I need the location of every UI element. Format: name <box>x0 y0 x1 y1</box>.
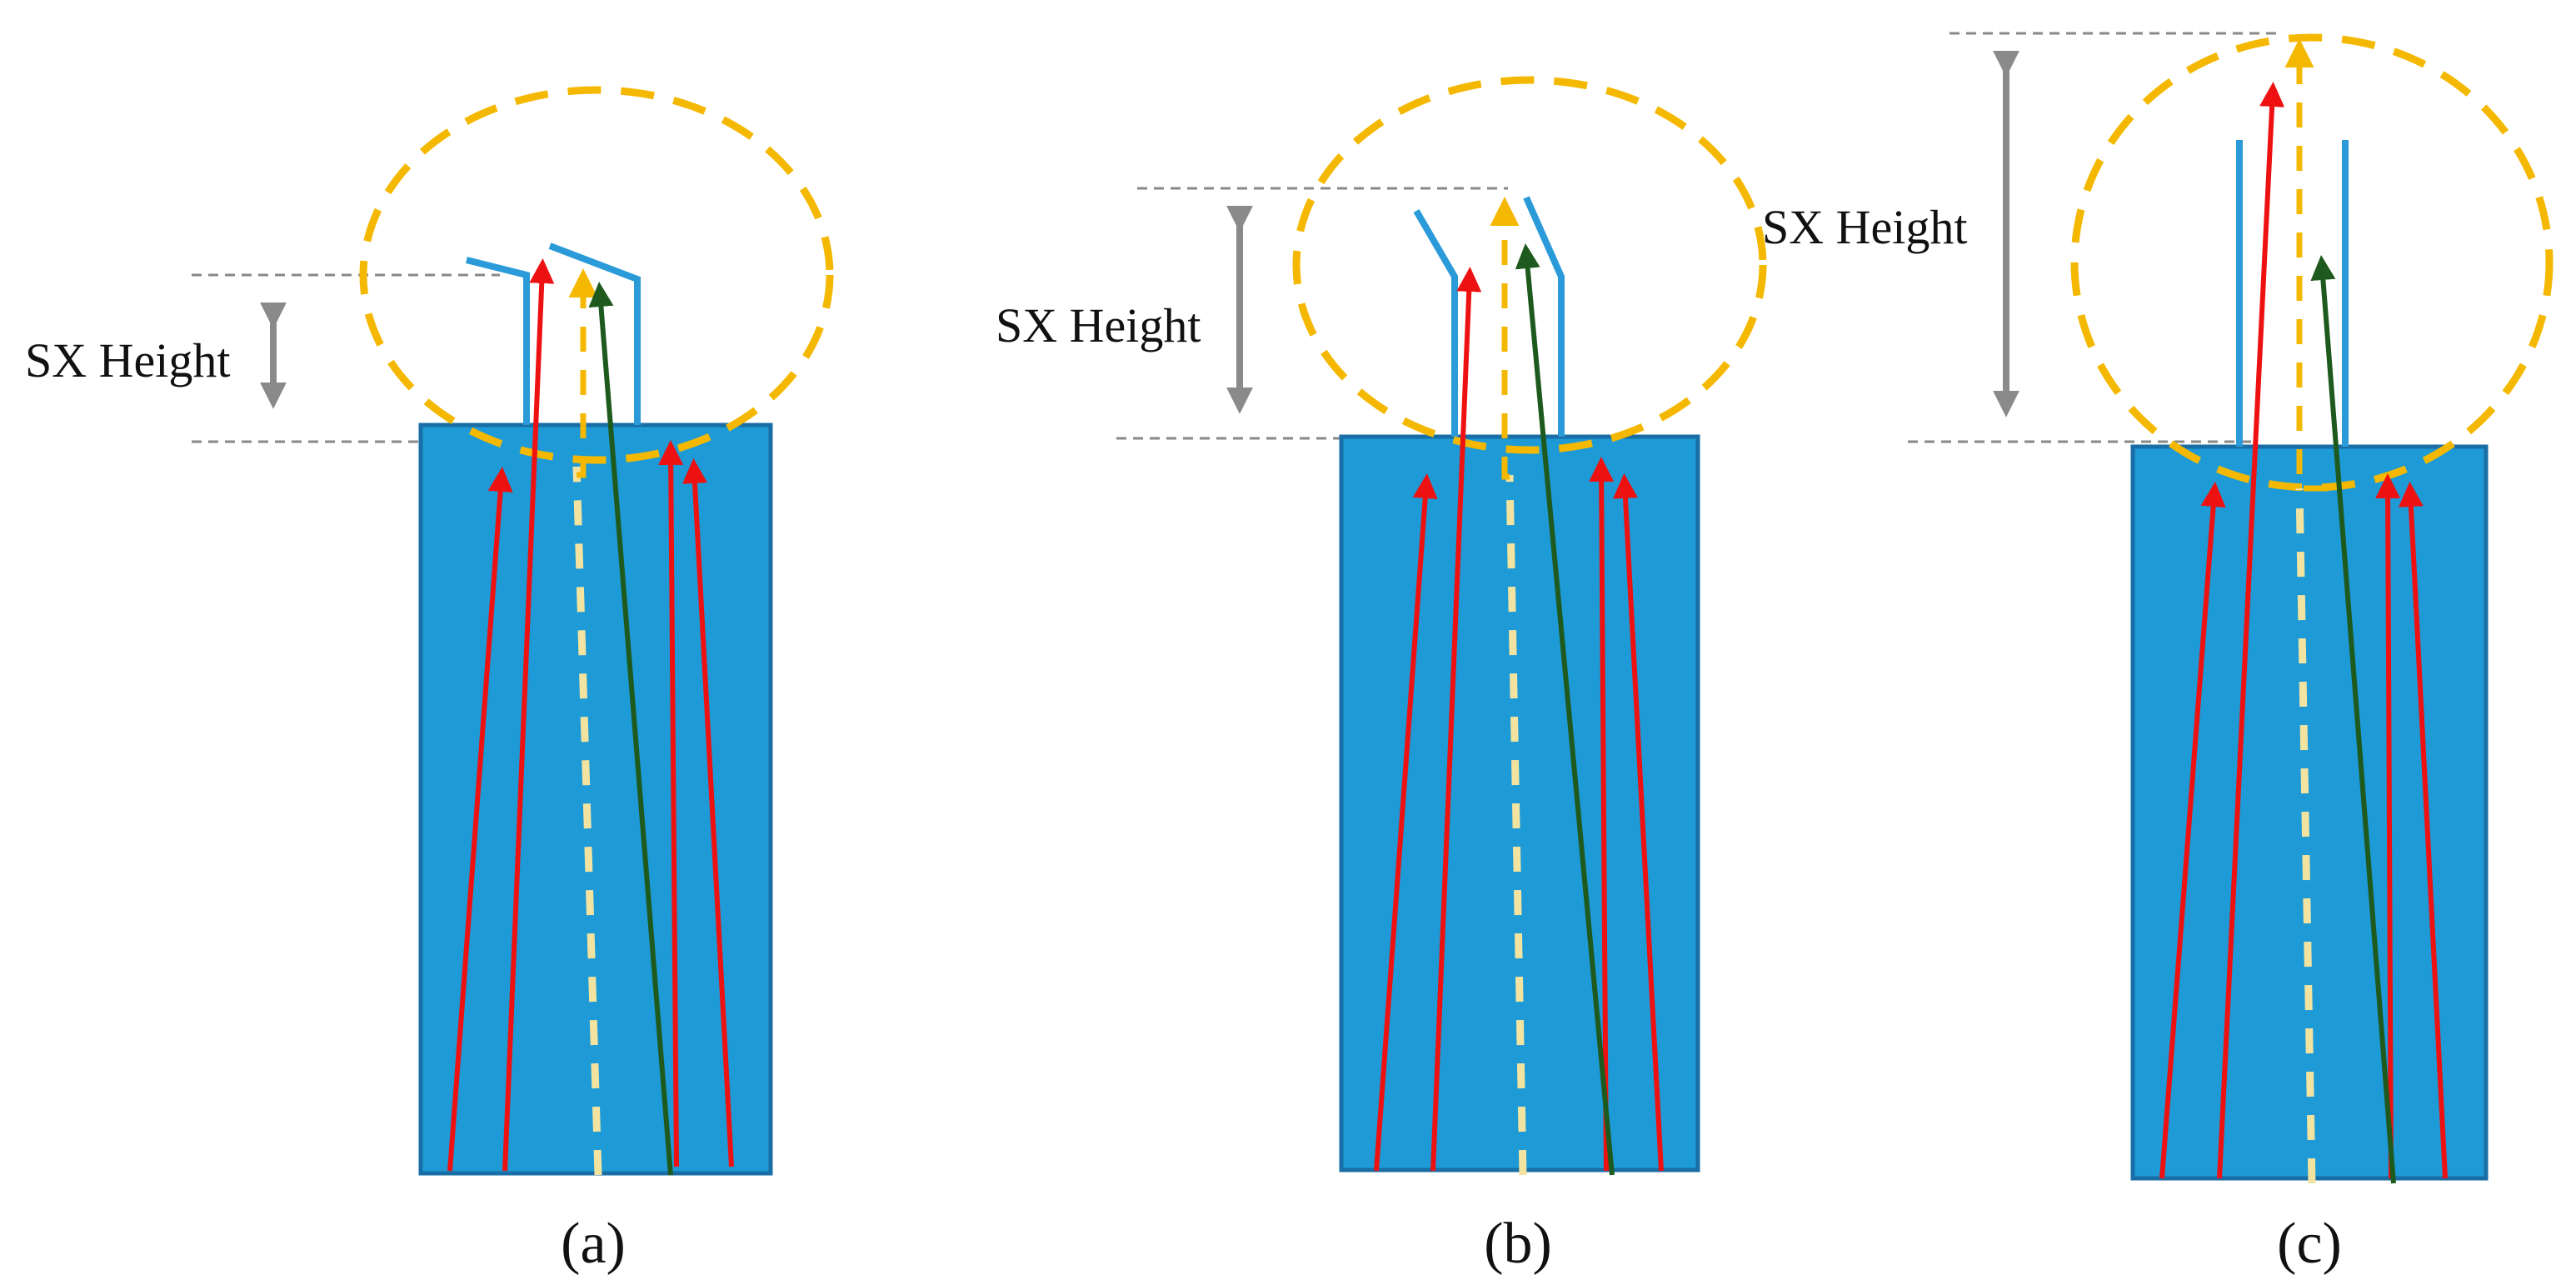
ray-green <box>588 282 673 1176</box>
ray-red <box>2159 482 2226 1179</box>
cavity-body <box>418 422 773 1176</box>
ray-yellow <box>1490 197 1520 480</box>
ray-red <box>681 458 734 1168</box>
cavity-body <box>2130 444 2489 1181</box>
ray-red <box>447 467 513 1172</box>
ray-red <box>658 440 684 1168</box>
ray-red <box>2217 82 2285 1179</box>
ray-green <box>1515 243 1615 1176</box>
ray-yellow-dashed <box>572 466 602 1176</box>
ray-red <box>1589 457 1615 1172</box>
ray-green <box>2310 255 2396 1184</box>
ray-red <box>502 258 555 1172</box>
cavity-rim-right <box>548 242 641 425</box>
caption-a: (a) <box>561 1212 626 1276</box>
ray-red <box>1374 473 1438 1172</box>
focus-circle <box>2070 33 2554 492</box>
cavity-rim-left <box>466 257 530 425</box>
panel-a: SX Height (a) <box>25 86 834 1276</box>
panel-b: SX Height (b) <box>996 76 1767 1276</box>
panel-c: SX Height (c) <box>1762 32 2554 1276</box>
ray-red <box>1430 267 1482 1172</box>
ray-red <box>2398 482 2448 1179</box>
ray-red <box>1612 473 1664 1172</box>
ray-yellow-dashed <box>1505 474 1527 1176</box>
caption-c: (c) <box>2277 1212 2342 1276</box>
caption-b: (b) <box>1484 1212 1552 1276</box>
sx-height-label: SX Height <box>1762 200 1968 254</box>
cavity-rim-right <box>1523 196 1565 437</box>
ray-yellow <box>568 268 598 478</box>
cavity-rim-left <box>1413 208 1458 437</box>
sx-height-label: SX Height <box>25 333 231 388</box>
focus-circle <box>359 86 834 464</box>
ray-red <box>2375 473 2401 1179</box>
sx-height-label: SX Height <box>996 298 1201 352</box>
focus-circle <box>1292 76 1767 454</box>
ray-yellow-dashed <box>2295 488 2316 1184</box>
ray-yellow <box>2284 38 2329 492</box>
